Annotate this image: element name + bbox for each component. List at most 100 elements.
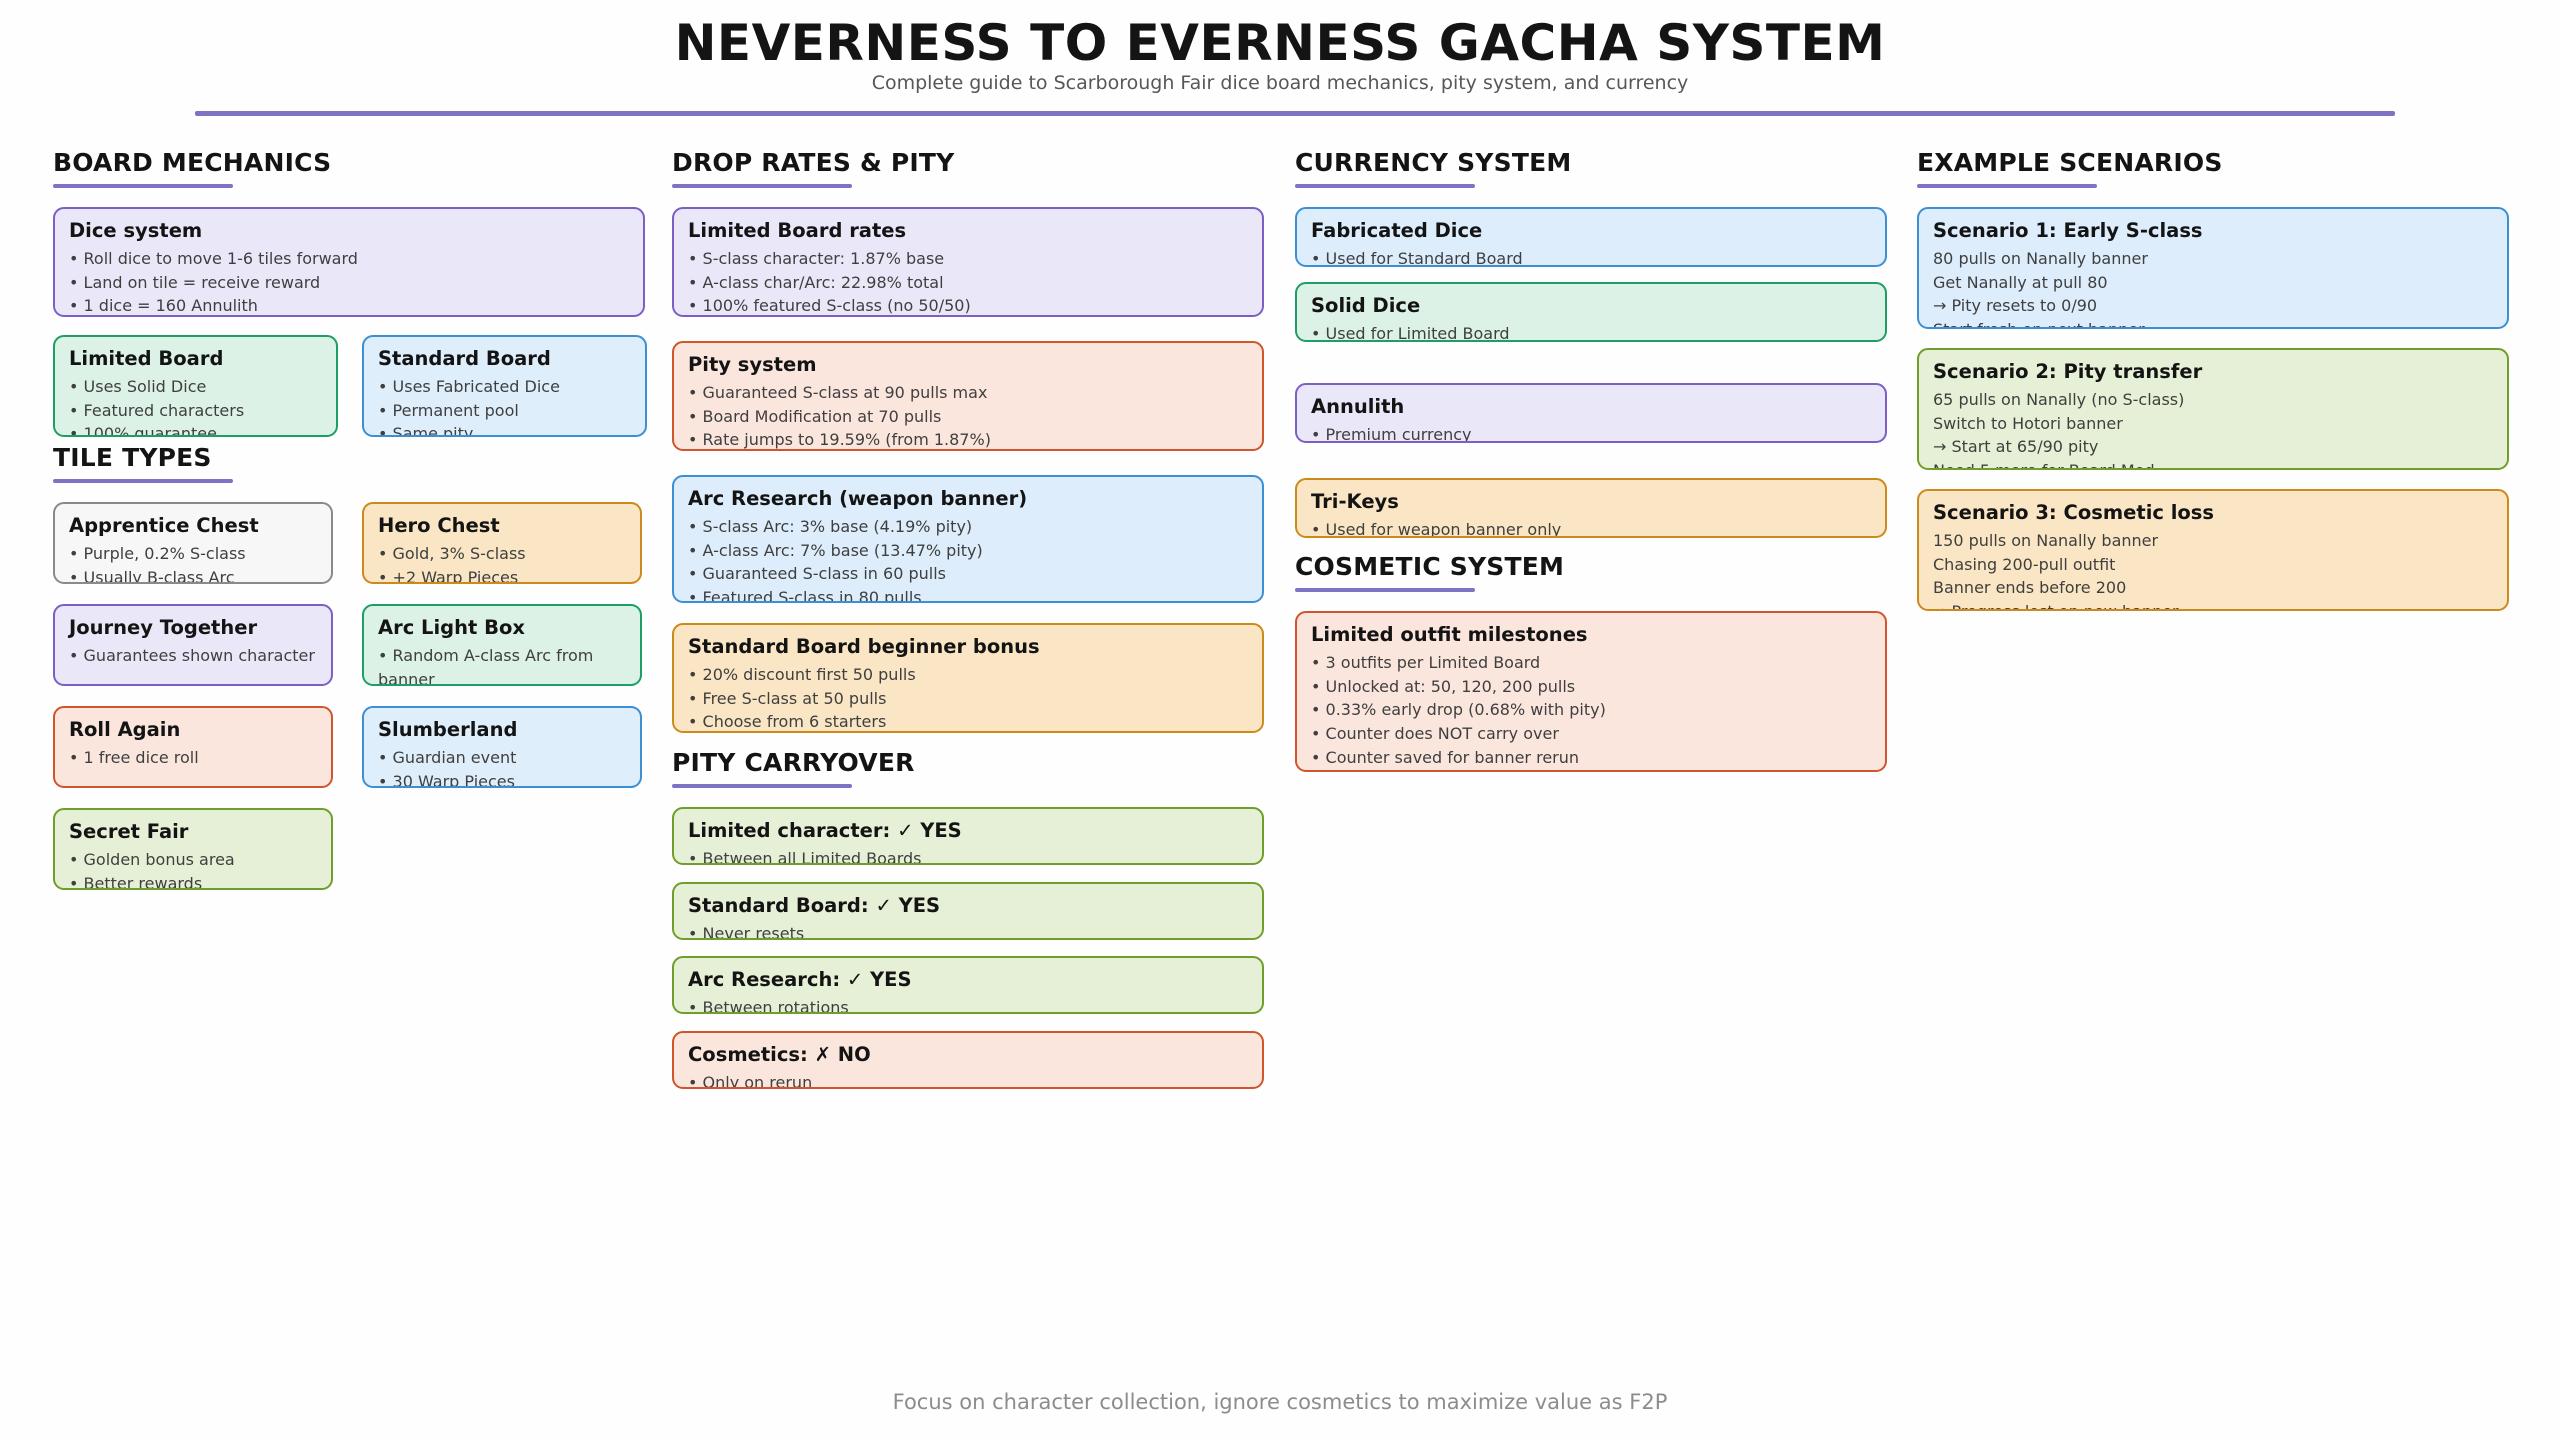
card-apprentice-chest: Apprentice Chest Purple, 0.2% S-class Us… (53, 502, 333, 584)
card-line: → Pity resets to 0/90 (1933, 296, 2098, 316)
card-line: Need 5 more for Board Mod (1933, 459, 2493, 468)
card-title: Roll Again (69, 718, 181, 741)
card-line: Never resets (688, 922, 1248, 938)
card-arc-light-box: Arc Light Box Random A-class Arc from ba… (362, 604, 642, 686)
card-line: Random A-class Arc from banner (378, 644, 626, 684)
section-title: COSMETIC SYSTEM (1295, 552, 1565, 581)
section-heading-drop-rates: DROP RATES & PITY (672, 148, 954, 188)
card-scenario-3: Scenario 3: Cosmetic loss 150 pulls on N… (1917, 489, 2509, 611)
card-line: 1 dice = 160 Annulith (69, 294, 629, 315)
card-line: Between all Limited Boards (688, 847, 1248, 863)
section-title: PITY CARRYOVER (672, 748, 915, 777)
card-line: Guarantees shown character (69, 644, 317, 668)
card-pity-system: Pity system Guaranteed S-class at 90 pul… (672, 341, 1264, 451)
card-dice-system: Dice system Roll dice to move 1-6 tiles … (53, 207, 645, 317)
card-scenario-1: Scenario 1: Early S-class 80 pulls on Na… (1917, 207, 2509, 329)
card-title: Arc Light Box (378, 616, 525, 639)
page-title: NEVERNESS TO EVERNESS GACHA SYSTEM (674, 14, 1886, 72)
card-carryover-cosmetics: Cosmetics: ✗ NO Only on rerun (672, 1031, 1264, 1089)
card-fabricated-dice: Fabricated Dice Used for Standard Board … (1295, 207, 1887, 267)
card-line: Guaranteed S-class in 60 pulls (688, 562, 1248, 586)
section-title: BOARD MECHANICS (53, 148, 332, 177)
card-title: Limited Board rates (688, 219, 907, 242)
section-heading-pity-carryover: PITY CARRYOVER (672, 748, 915, 788)
card-line: Free S-class at 50 pulls (688, 687, 1248, 711)
card-line: S-class Arc: 3% base (4.19% pity) (688, 515, 1248, 539)
card-limited-board-rates: Limited Board rates S-class character: 1… (672, 207, 1264, 317)
card-line: Between rotations (688, 996, 1248, 1012)
card-title: Scenario 2: Pity transfer (1933, 360, 2203, 383)
card-carryover-limited-character: Limited character: ✓ YES Between all Lim… (672, 807, 1264, 865)
card-limited-board: Limited Board Uses Solid Dice Featured c… (53, 335, 338, 437)
card-scenario-2: Scenario 2: Pity transfer 65 pulls on Na… (1917, 348, 2509, 470)
card-line: Guardian event (378, 746, 626, 770)
card-line: Premium currency (1311, 423, 1871, 441)
section-title: EXAMPLE SCENARIOS (1917, 148, 2223, 177)
card-title: Cosmetics: ✗ NO (688, 1043, 871, 1066)
card-line: Permanent pool (378, 399, 631, 423)
section-rule (53, 479, 233, 483)
card-title: Arc Research (weapon banner) (688, 487, 1028, 510)
card-line: Counter saved for banner rerun (1311, 746, 1871, 770)
section-rule (1917, 184, 2097, 188)
card-standard-beginner-bonus: Standard Board beginner bonus 20% discou… (672, 623, 1264, 733)
card-line: Uses Fabricated Dice (378, 375, 631, 399)
card-line: Only on rerun (688, 1071, 1248, 1087)
card-line: Used for weapon banner only (1311, 518, 1871, 536)
card-line: Purple, 0.2% S-class (69, 542, 317, 566)
card-title: Limited outfit milestones (1311, 623, 1588, 646)
section-heading-cosmetic-system: COSMETIC SYSTEM (1295, 552, 1564, 592)
card-line: Unlocked at: 50, 120, 200 pulls (1311, 675, 1871, 699)
section-rule (53, 184, 233, 188)
card-line: Used for Standard Board (1311, 247, 1871, 265)
card-line: Get Nanally at pull 80 (1933, 272, 2108, 292)
card-line: Same pity (378, 422, 631, 435)
card-line: Chasing 200-pull outfit (1933, 554, 2116, 574)
section-heading-example-scenarios: EXAMPLE SCENARIOS (1917, 148, 2223, 188)
card-line: Featured S-class in 80 pulls (688, 586, 1248, 601)
card-line: Purely cosmetic, optional (1311, 769, 1871, 770)
card-line: Roll dice to move 1-6 tiles forward (69, 247, 629, 271)
card-title: Standard Board (378, 347, 551, 370)
card-line: 1 free dice roll (69, 746, 317, 770)
section-title: CURRENCY SYSTEM (1295, 148, 1572, 177)
card-standard-board: Standard Board Uses Fabricated Dice Perm… (362, 335, 647, 437)
card-line: Better rewards (69, 872, 317, 889)
card-line: Switch to Hotori banner (1933, 413, 2123, 433)
card-line: Land on tile = receive reward (69, 271, 629, 295)
card-title: Slumberland (378, 718, 518, 741)
section-heading-board-mechanics: BOARD MECHANICS (53, 148, 331, 188)
card-line: Gold, 3% S-class (378, 542, 626, 566)
header-divider (195, 111, 2395, 116)
card-line: Golden bonus area (69, 848, 317, 872)
card-line: Start fresh on next banner (1933, 318, 2493, 327)
card-line: S-class character: 1.87% base (688, 247, 1248, 271)
section-rule (1295, 184, 1475, 188)
card-title: Hero Chest (378, 514, 500, 537)
card-tri-keys: Tri-Keys Used for weapon banner only 10 … (1295, 478, 1887, 538)
card-title: Fabricated Dice (1311, 219, 1483, 242)
section-title: TILE TYPES (53, 443, 212, 472)
card-line: A-class char/Arc: 22.98% total (688, 271, 1248, 295)
card-line: Used for Limited Board (1311, 322, 1871, 340)
card-line: 80 pulls on Nanally banner (1933, 248, 2148, 268)
card-limited-outfit-milestones: Limited outfit milestones 3 outfits per … (1295, 611, 1887, 772)
card-hero-chest: Hero Chest Gold, 3% S-class +2 Warp Piec… (362, 502, 642, 584)
card-line: Choose from 6 starters (688, 710, 1248, 731)
section-rule (1295, 588, 1475, 592)
card-line: 150 pulls on Nanally banner (1933, 530, 2159, 550)
footer-note: Focus on character collection, ignore co… (892, 1390, 1668, 1414)
card-carryover-standard-board: Standard Board: ✓ YES Never resets (672, 882, 1264, 940)
card-title: Dice system (69, 219, 203, 242)
page-subtitle: Complete guide to Scarborough Fair dice … (871, 72, 1689, 94)
card-line: +2 Warp Pieces (378, 566, 626, 583)
card-arc-research: Arc Research (weapon banner) S-class Arc… (672, 475, 1264, 603)
card-title: Limited character: ✓ YES (688, 819, 962, 842)
card-line: Banner ends before 200 (1933, 578, 2127, 598)
card-line: 20% discount first 50 pulls (688, 663, 1248, 687)
section-rule (672, 184, 852, 188)
section-heading-currency-system: CURRENCY SYSTEM (1295, 148, 1571, 188)
card-annulith: Annulith Premium currency Converts to di… (1295, 383, 1887, 443)
card-line: Featured characters (69, 399, 322, 423)
